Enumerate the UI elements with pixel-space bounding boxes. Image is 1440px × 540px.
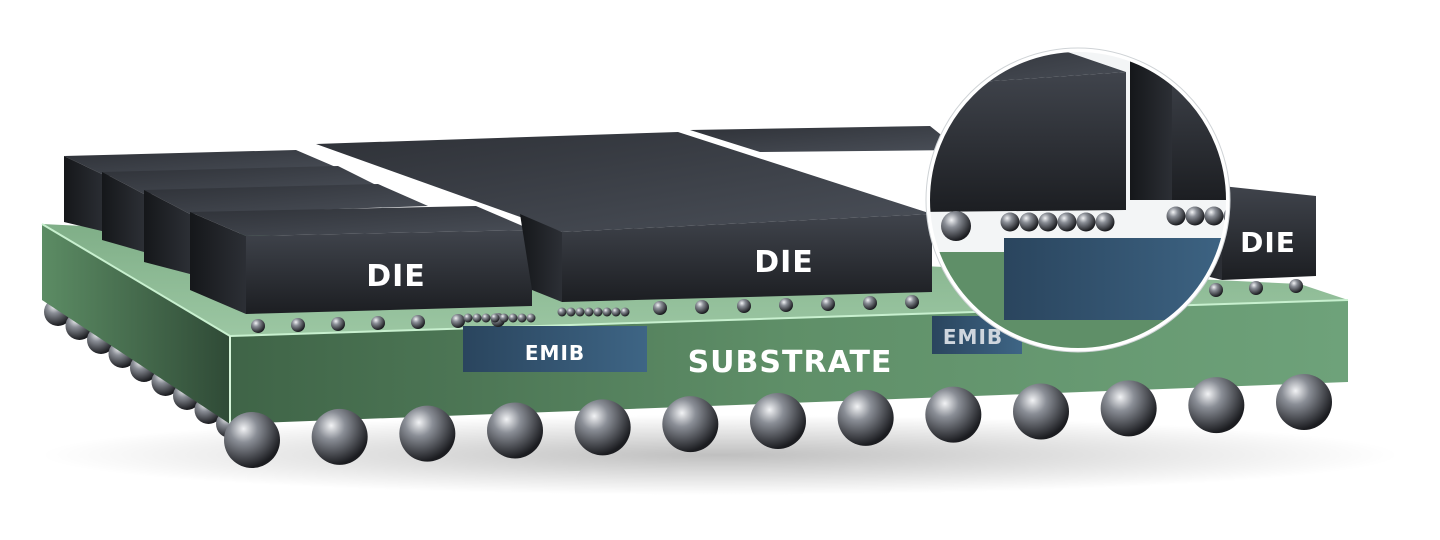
zoom-micro-bump <box>1038 212 1058 232</box>
zoom-micro-bump <box>1057 212 1077 232</box>
die-center-label: DIE <box>754 245 814 280</box>
micro-bump <box>463 313 473 323</box>
die-left <box>190 206 532 314</box>
substrate-edge-highlight <box>41 223 231 337</box>
micro-bump <box>331 317 345 331</box>
die-left-label: DIE <box>366 259 426 294</box>
micro-bump <box>566 307 576 317</box>
micro-bump <box>863 296 877 310</box>
micro-bump <box>526 313 536 323</box>
micro-bump <box>737 299 751 313</box>
micro-bump <box>821 297 835 311</box>
micro-bump <box>620 307 630 317</box>
bga-ball <box>925 386 982 443</box>
bga-ball <box>750 393 806 449</box>
substrate-label: SUBSTRATE <box>688 345 893 380</box>
micro-bump <box>517 313 527 323</box>
zoom-micro-bump <box>1000 212 1020 232</box>
zoom-micro-bump <box>1185 206 1205 226</box>
micro-bump <box>611 307 621 317</box>
zoom-micro-bump <box>1204 206 1224 226</box>
micro-bump <box>291 318 305 332</box>
bga-ball <box>1188 377 1245 434</box>
micro-bump <box>575 307 585 317</box>
zoom-micro-bumps <box>941 206 1228 241</box>
micro-bump <box>1209 283 1223 297</box>
bga-ball <box>1100 380 1157 437</box>
zoom-ring <box>926 48 1230 352</box>
micro-bump <box>371 316 385 330</box>
bga-ball <box>574 399 631 456</box>
die-stack-left <box>64 150 428 274</box>
micro-bump <box>481 313 491 323</box>
die-right-label: DIE <box>1240 226 1296 259</box>
bga-ball <box>837 389 894 446</box>
zoom-micro-bump <box>1076 212 1096 232</box>
bga-ball <box>1013 383 1069 440</box>
micro-bump <box>905 295 919 309</box>
micro-bump <box>1249 281 1263 295</box>
bga-ball <box>1276 374 1332 430</box>
micro-bump <box>490 313 500 323</box>
micro-bump <box>411 315 425 329</box>
micro-bump <box>251 319 265 333</box>
ground-shadow <box>40 415 1400 495</box>
emib-left-label: EMIB <box>525 341 585 365</box>
micro-bump <box>472 313 482 323</box>
micro-bump <box>451 314 465 328</box>
substrate-side <box>42 224 230 424</box>
emib-bridge-left <box>463 326 647 372</box>
micro-bump <box>584 307 594 317</box>
bga-ball <box>399 405 456 462</box>
micro-bump <box>695 300 709 314</box>
micro-bump <box>508 313 518 323</box>
micro-bump <box>557 307 567 317</box>
micro-bump <box>653 301 667 315</box>
micro-bump <box>779 298 793 312</box>
zoom-micro-bump <box>1019 212 1039 232</box>
bga-ball <box>487 402 543 459</box>
bga-ball <box>311 408 368 465</box>
micro-bump <box>602 307 612 317</box>
micro-bumps <box>251 279 1303 333</box>
micro-bump <box>593 307 603 317</box>
zoom-micro-bump <box>1166 206 1186 226</box>
emib-right-label: EMIB <box>943 325 1003 349</box>
micro-bump <box>499 313 509 323</box>
die-center <box>316 132 932 302</box>
micro-bump <box>1289 279 1303 293</box>
zoom-micro-bump <box>1095 212 1115 232</box>
bga-ball <box>224 412 280 468</box>
zoom-die-left <box>928 72 1126 212</box>
zoom-micro-bump <box>941 211 971 241</box>
bga-balls-front <box>224 374 1332 468</box>
bga-ball <box>662 396 719 453</box>
